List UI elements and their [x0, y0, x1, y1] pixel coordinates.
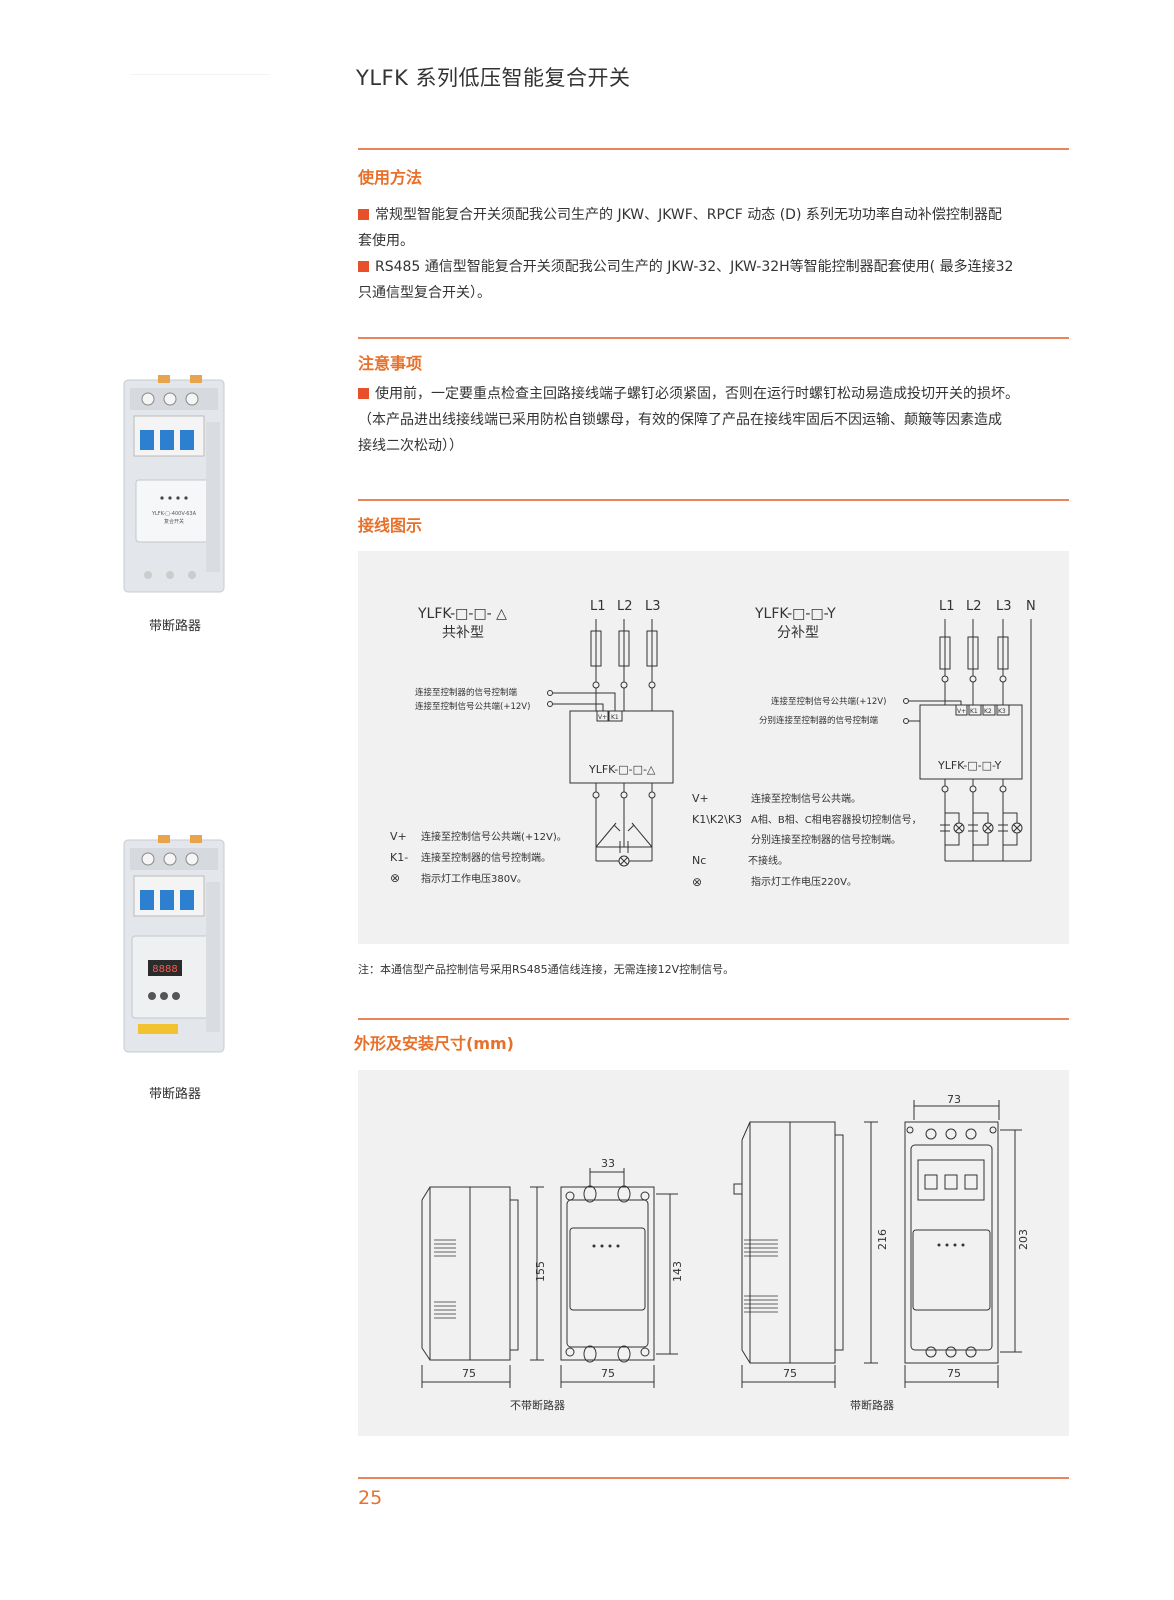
- right-dim-caption: 带断路器: [850, 1398, 894, 1412]
- product-1-label-line-1: YLFK-□-400V-63A: [151, 511, 197, 517]
- right-phase-l2: L2: [966, 599, 982, 614]
- left-dim-top: 33: [601, 1157, 615, 1170]
- right-legend-key-1: V+: [692, 792, 709, 805]
- product-2-display: 8888: [152, 964, 177, 975]
- left-legend-desc-1: 连接至控制信号公共端(+12V)。: [421, 830, 567, 843]
- right-model: YLFK-□-□-Y: [754, 606, 836, 622]
- phase-b-branch: [968, 812, 994, 846]
- right-legend-key-5: ⊗: [692, 875, 702, 889]
- right-legend-desc-4: 不接线。: [748, 854, 788, 867]
- right-sig-common: 连接至控制信号公共端(+12V): [771, 696, 886, 707]
- bullet-square-icon: [358, 261, 369, 272]
- right-phase-l3: L3: [996, 599, 1012, 614]
- right-legend-desc-2: A相、B相、C相电容器投切控制信号，: [751, 813, 922, 826]
- left-dim-height-front: 143: [671, 1261, 684, 1282]
- section-divider: [358, 337, 1069, 339]
- left-legend-desc-2: 连接至控制器的信号控制端。: [421, 851, 551, 864]
- left-sig-common: 连接至控制信号公共端(+12V): [415, 701, 530, 712]
- right-box-label: YLFK-□-□-Y: [937, 759, 1002, 772]
- cautions-heading: 注意事项: [358, 354, 423, 373]
- right-phase-n: N: [1026, 599, 1036, 614]
- left-phase-l3: L3: [645, 599, 661, 614]
- page-title: YLFK 系列低压智能复合开关: [356, 66, 631, 90]
- footer-divider: [358, 1477, 1069, 1479]
- left-dim-width-side: 75: [462, 1367, 476, 1380]
- left-term-vplus: V+: [598, 714, 607, 721]
- right-front-view-body: [904, 1121, 999, 1364]
- right-dim-height-front: 203: [1017, 1229, 1030, 1250]
- left-term-k1: K1: [611, 714, 619, 721]
- right-term-k3: K3: [998, 708, 1006, 715]
- wiring-heading: 接线图示: [358, 516, 423, 535]
- left-model: YLFK-□-□- △: [417, 606, 507, 622]
- faint-header-line: [130, 74, 270, 75]
- cautions-text: 使用前，一定要重点检查主回路接线端子螺钉必须紧固，否则在运行时螺钉松动易造成投切…: [358, 381, 1098, 459]
- right-phase-l1: L1: [939, 599, 955, 614]
- right-dim-top: 73: [947, 1093, 961, 1106]
- product-image-1: YLFK-□-400V-63A 复合开关: [118, 372, 232, 600]
- product-1-label-line-2: 复合开关: [164, 518, 184, 525]
- right-dim-width-side: 75: [783, 1367, 797, 1380]
- wiring-diagram: YLFK-□-□- △ 共补型 L1 L2 L3 连接至控制器的信号控制端 连接…: [390, 599, 1036, 889]
- bullet-square-icon: [358, 209, 369, 220]
- fuse-icon: [939, 636, 951, 670]
- bullet-square-icon: [358, 388, 369, 399]
- usage-line-2b: 只通信型复合开关）。: [358, 285, 491, 301]
- right-term-k2: K2: [984, 708, 992, 715]
- usage-line-1b: 套使用。: [358, 233, 414, 249]
- left-side-view-body: [429, 1186, 471, 1361]
- left-sig-ctrl: 连接至控制器的信号控制端: [415, 687, 518, 698]
- product-caption-1: 带断路器: [148, 619, 201, 634]
- right-legend-key-4: Nc: [692, 854, 706, 867]
- phase-c-branch: [998, 812, 1023, 846]
- left-legend-key-3: ⊗: [390, 871, 400, 885]
- right-legend-desc-1: 连接至控制信号公共端。: [751, 792, 861, 805]
- fuse-icon: [997, 636, 1009, 670]
- right-legend-desc-5: 指示灯工作电压220V。: [751, 875, 857, 888]
- usage-line-1: 常规型智能复合开关须配我公司生产的 JKW、JKWF、RPCF 动态 (D) 系…: [375, 207, 1002, 223]
- right-legend-desc-2b: 分别连接至控制器的信号控制端。: [751, 833, 901, 846]
- dimensions-heading: 外形及安装尺寸(mm): [354, 1034, 514, 1053]
- left-legend-desc-3: 指示灯工作电压380V。: [421, 872, 527, 885]
- usage-line-2: RS485 通信型智能复合开关须配我公司生产的 JKW-32、JKW-32H等智…: [375, 259, 1014, 275]
- fuse-icon: [590, 630, 602, 667]
- right-term-vplus: V+: [957, 708, 966, 715]
- dimensions-panel: 33 155 143 75 75 不带断路器 73 216 203 75 75 …: [358, 1070, 1069, 1436]
- section-divider: [358, 499, 1069, 501]
- cautions-line-3: 接线二次松动））: [358, 438, 463, 454]
- left-front-view-body: [560, 1186, 655, 1361]
- fuse-icon: [618, 630, 630, 667]
- fuse-icon: [646, 630, 658, 667]
- wiring-diagram-panel: YLFK-□-□- △ 共补型 L1 L2 L3 连接至控制器的信号控制端 连接…: [358, 551, 1069, 944]
- product-caption-2: 带断路器: [148, 1087, 201, 1102]
- section-divider: [358, 148, 1069, 150]
- left-phase-l2: L2: [617, 599, 633, 614]
- left-type: 共补型: [442, 625, 484, 641]
- left-dim-width-front: 75: [601, 1367, 615, 1380]
- left-legend-key-1: V+: [390, 830, 407, 843]
- left-dim-caption: 不带断路器: [510, 1398, 565, 1412]
- section-divider: [358, 1018, 1069, 1020]
- right-term-k1: K1: [970, 708, 978, 715]
- right-side-view-body: [749, 1121, 791, 1364]
- product-image-2: 8888: [118, 832, 232, 1060]
- left-box-label: YLFK-□-□-△: [588, 763, 656, 776]
- usage-heading: 使用方法: [358, 168, 423, 187]
- fuse-icon: [967, 636, 979, 670]
- dimension-drawings: 33 155 143 75 75 不带断路器 73 216 203 75 75 …: [421, 1093, 1030, 1412]
- wiring-note: 注：本通信型产品控制信号采用RS485通信线连接，无需连接12V控制信号。: [358, 963, 735, 976]
- left-legend-key-2: K1-: [390, 851, 408, 864]
- usage-text: 常规型智能复合开关须配我公司生产的 JKW、JKWF、RPCF 动态 (D) 系…: [358, 202, 1078, 306]
- phase-a-branch: [940, 812, 965, 846]
- left-dim-height-side: 155: [534, 1261, 547, 1282]
- right-sig-ctrl: 分别连接至控制器的信号控制端: [759, 715, 879, 726]
- right-dim-width-front: 75: [947, 1367, 961, 1380]
- left-phase-l1: L1: [590, 599, 606, 614]
- right-legend-key-2: K1\K2\K3: [692, 813, 742, 826]
- right-type: 分补型: [777, 625, 819, 641]
- right-dim-height-side: 216: [876, 1229, 889, 1250]
- cautions-line-2: （本产品进出线接线端已采用防松自锁螺母，有效的保障了产品在接线牢固后不因运输、颠…: [358, 412, 1002, 428]
- page-number: 25: [358, 1487, 383, 1509]
- cautions-line-1: 使用前，一定要重点检查主回路接线端子螺钉必须紧固，否则在运行时螺钉松动易造成投切…: [375, 386, 1019, 402]
